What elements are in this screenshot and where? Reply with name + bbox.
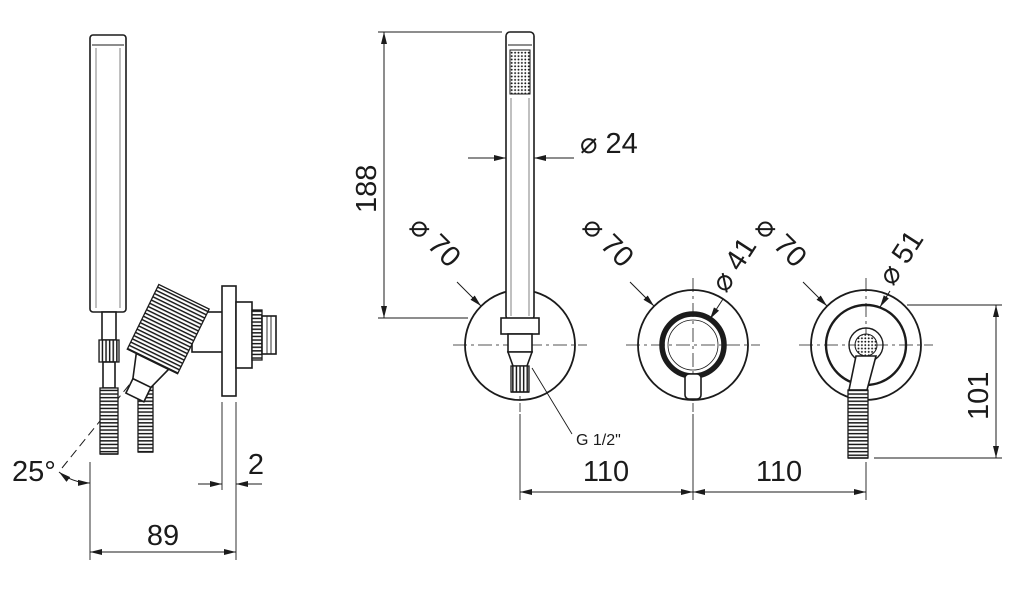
wall-plate-edge [221, 285, 237, 397]
holder-clamp [500, 317, 540, 335]
inwall-thread [251, 309, 263, 361]
knurl-tube [124, 377, 152, 403]
dimension-outlet-plate-70: ⌀ 70 [749, 210, 828, 307]
dimension-depth-89: 89 [89, 462, 236, 560]
spacing-left-label: 110 [583, 456, 629, 488]
mixer-knob-inner [667, 319, 719, 371]
mixer-escutcheon [637, 289, 749, 401]
hose-tube-side [102, 361, 116, 389]
angle-arc [58, 471, 91, 486]
spacing-right-label: 110 [756, 456, 802, 488]
handle-tail [101, 311, 117, 341]
dimension-plate-offset-2: 2 [198, 402, 264, 560]
leader-line [879, 290, 891, 308]
shower-hose-front [847, 389, 869, 459]
leader-line [531, 367, 573, 435]
handle-diameter-label: ⌀ 24 [580, 128, 638, 160]
hose-drop-label: 101 [963, 372, 995, 420]
hand-shower-side [89, 34, 127, 455]
shower-holder-knurl [124, 283, 211, 403]
dimension-spacing-110: 110 110 [519, 414, 867, 500]
leader-line [709, 298, 724, 320]
mixer-plate-diameter-label: ⌀ 70 [576, 210, 639, 273]
dimension-angle-25: 25° [12, 456, 91, 488]
dimension-hose-drop-101: 101 [874, 304, 1002, 459]
hose-nut-side [98, 339, 120, 363]
plate-offset-label: 2 [248, 449, 264, 481]
hand-shower-front [500, 31, 540, 393]
mixer-knob-diameter-label: ⌀ 41 [705, 232, 763, 298]
holder-axis-line [61, 311, 189, 469]
inwall-body-2 [261, 315, 277, 355]
wall-plate-side [221, 285, 277, 397]
spray-face [509, 49, 531, 95]
depth-label: 89 [147, 520, 179, 552]
leader-line [802, 281, 828, 307]
leader-line [456, 281, 482, 307]
thread-label: G 1/2" [576, 432, 621, 449]
outlet-ring-diameter-label: ⌀ 51 [872, 225, 930, 291]
dimension-ring-51: ⌀ 51 [872, 225, 930, 308]
dimension-knob-41: ⌀ 41 [705, 232, 763, 320]
handle-neck [507, 333, 533, 353]
shower-hose-side [99, 387, 119, 455]
dimension-holder-plate-70: ⌀ 70 [403, 210, 482, 307]
dimension-handle-diameter-24: ⌀ 24 [468, 128, 638, 161]
side-view: 25° 2 89 [12, 34, 277, 560]
mixer-lever [684, 373, 702, 400]
outlet-plate-circle [810, 289, 922, 459]
leader-line [629, 281, 655, 307]
mixer-plate-circle [637, 289, 749, 401]
dimension-mixer-plate-70: ⌀ 70 [576, 210, 655, 307]
thread-callout: G 1/2" [531, 367, 621, 449]
outlet-hub-knurl [854, 333, 878, 357]
neck-taper [506, 351, 534, 367]
shower-length-label: 188 [351, 165, 383, 213]
hose-nut-front [510, 365, 530, 393]
front-view: 188 ⌀ 24 ⌀ 70 ⌀ 70 ⌀ 70 ⌀ 41 ⌀ 51 [351, 31, 1002, 500]
angle-label: 25° [12, 456, 56, 488]
inwall-body-1 [235, 301, 253, 369]
outlet-plate-diameter-label: ⌀ 70 [749, 210, 812, 273]
holder-plate-diameter-label: ⌀ 70 [403, 210, 466, 273]
handle-body-side [89, 34, 127, 313]
dimension-shower-length-188: 188 [351, 31, 502, 319]
